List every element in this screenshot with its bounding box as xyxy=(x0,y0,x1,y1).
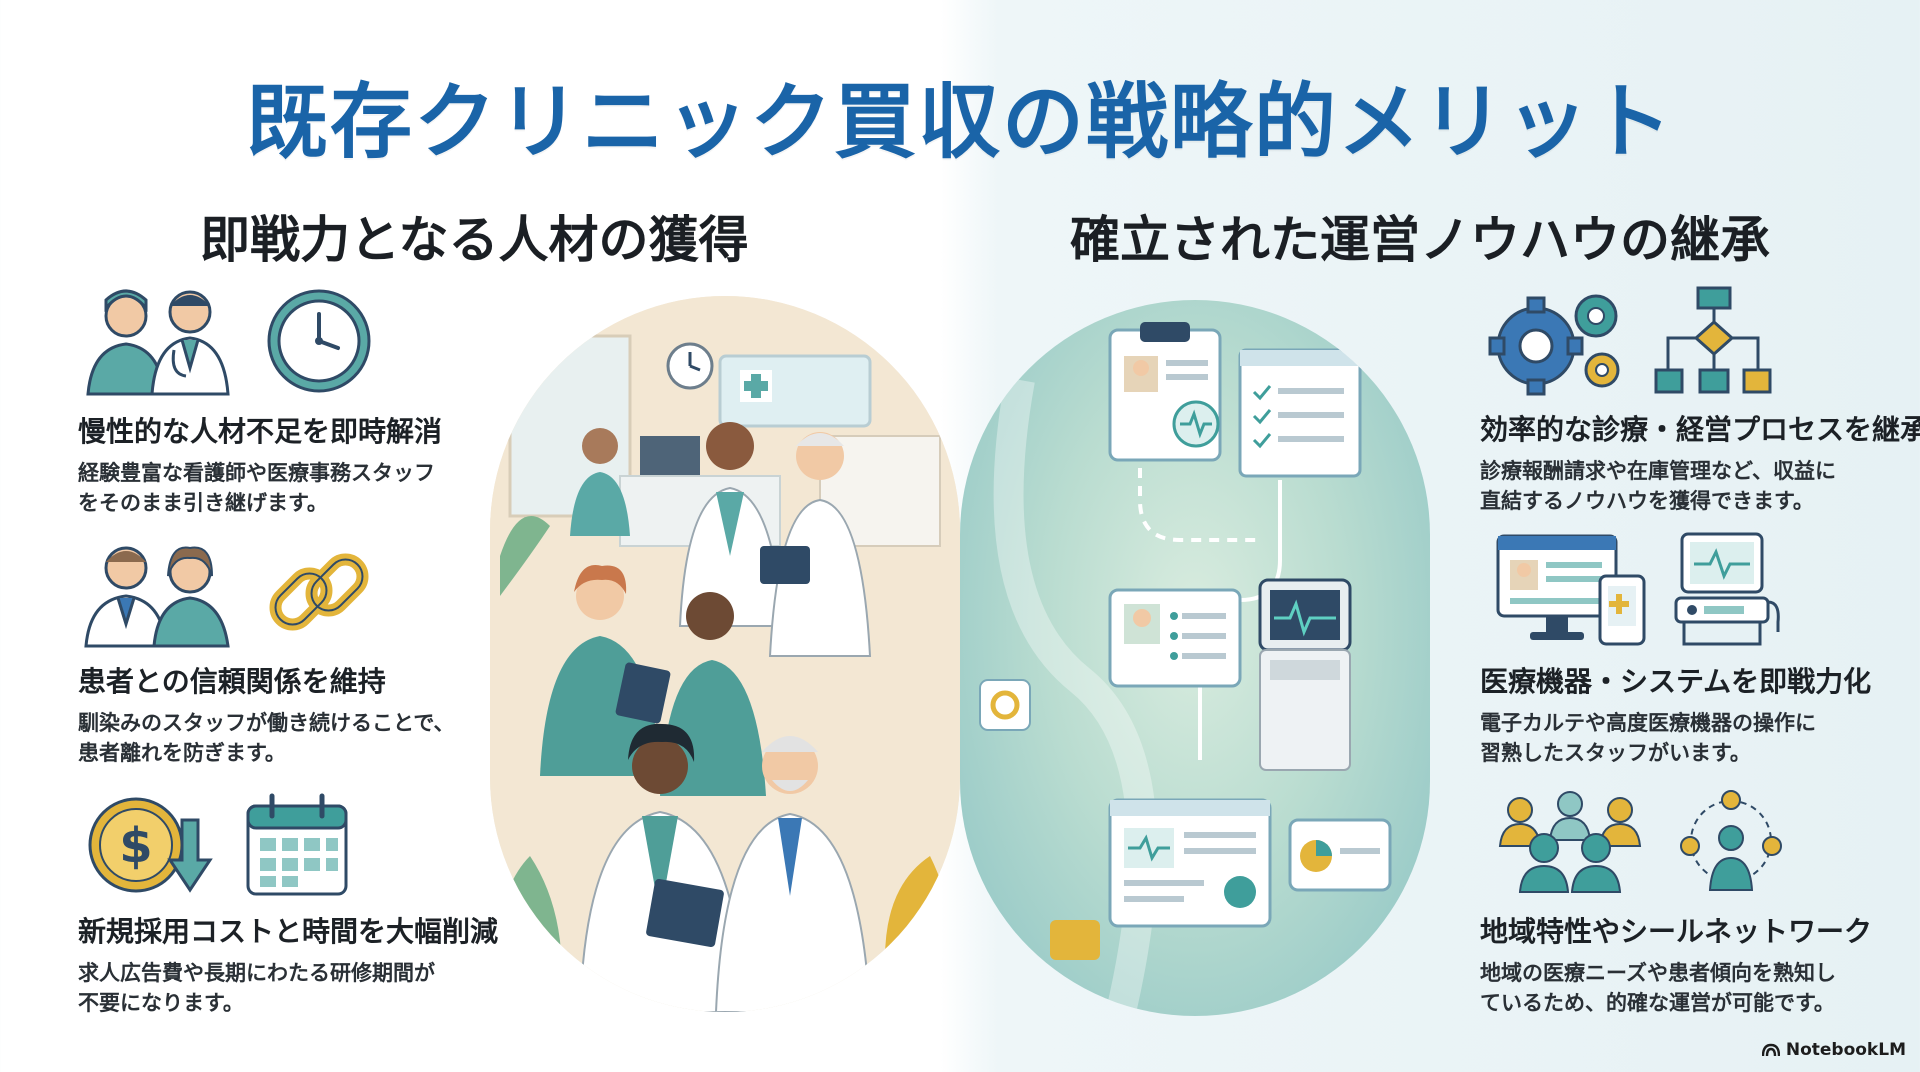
left-item-3-desc-line-1: 求人広告費や長期にわたる研修期間が xyxy=(78,961,435,985)
flowchart-icon xyxy=(1654,286,1772,394)
gears-icon xyxy=(1488,294,1620,396)
right-icon-row-1 xyxy=(1488,286,1774,396)
right-item-2-desc-line-2: 習熟したスタッフがいます。 xyxy=(1480,741,1751,765)
left-section-heading: 即戦力となる人材の獲得 xyxy=(200,211,749,269)
left-item-2-desc-line-2: 患者離れを防ぎます。 xyxy=(78,741,286,765)
network-people-icon xyxy=(1680,790,1782,891)
left-item-3-desc-line-2: 不要になります。 xyxy=(78,991,244,1015)
left-item-1-desc-line-1: 経験豊富な看護師や医療事務スタッフ xyxy=(78,461,435,485)
right-item-3-title: 地域特性やシールネットワーク xyxy=(1480,915,1873,948)
right-section-heading: 確立された運営ノウハウの継承 xyxy=(1070,211,1770,269)
footer-brand-text: NotebookLM xyxy=(1785,1040,1906,1060)
clock-icon xyxy=(267,289,371,393)
right-item-3-desc-line-2: ているため、的確な運営が可能です。 xyxy=(1480,991,1835,1015)
medical-staff-illustration xyxy=(490,296,960,1012)
left-item-3: 新規採用コストと時間を大幅削減 求人広告費や長期にわたる研修期間が 不要になりま… xyxy=(78,910,518,1018)
right-icon-row-2 xyxy=(1496,532,1782,648)
chain-link-icon xyxy=(269,553,369,631)
notebooklm-logo-icon xyxy=(1761,1043,1780,1057)
left-icon-row-1 xyxy=(78,278,374,396)
calendar-icon xyxy=(246,793,348,896)
right-icon-row-3 xyxy=(1490,786,1786,896)
computer-tablet-icon xyxy=(1496,534,1646,646)
community-group-icon xyxy=(1498,791,1642,893)
right-item-3-desc-line-1: 地域の医療ニーズや患者傾向を熟知し xyxy=(1480,961,1836,985)
right-item-1: 効率的な診療・経営プロセスを継承 診療報酬請求や在庫管理など、収益に 直結するノ… xyxy=(1480,408,1920,516)
left-item-3-title: 新規採用コストと時間を大幅削減 xyxy=(78,915,499,948)
right-item-1-desc-line-1: 診療報酬請求や在庫管理など、収益に xyxy=(1480,459,1836,483)
right-item-1-desc-line-2: 直結するノウハウを獲得できます。 xyxy=(1480,489,1814,513)
svg-text:$: $ xyxy=(119,818,152,874)
left-item-2-desc-line-1: 馴染みのスタッフが働き続けることで、 xyxy=(78,711,455,735)
right-item-3: 地域特性やシールネットワーク 地域の医療ニーズや患者傾向を熟知し ているため、的… xyxy=(1480,910,1920,1018)
nurse-doctor-icon xyxy=(86,289,230,396)
operations-flow-illustration xyxy=(960,300,1430,1016)
left-item-1-desc-line-2: をそのまま引き継げます。 xyxy=(78,491,328,515)
right-item-2: 医療機器・システムを即戦力化 電子カルテや高度医療機器の操作に 習熟したスタッフ… xyxy=(1480,660,1920,768)
left-item-1: 慢性的な人材不足を即時解消 経験豊富な看護師や医療事務スタッフ をそのまま引き継… xyxy=(78,410,518,518)
left-icon-row-3: $ xyxy=(86,790,352,900)
left-icon-row-2 xyxy=(78,532,374,648)
right-item-2-title: 医療機器・システムを即戦力化 xyxy=(1480,665,1872,698)
staff-pair-icon xyxy=(84,546,230,648)
left-item-2: 患者との信頼関係を維持 馴染みのスタッフが働き続けることで、 患者離れを防ぎます… xyxy=(78,660,518,768)
page-title: 既存クリニック買収の戦略的メリット xyxy=(245,75,1674,170)
left-item-1-title: 慢性的な人材不足を即時解消 xyxy=(78,415,443,448)
right-item-1-title: 効率的な診療・経営プロセスを継承 xyxy=(1480,413,1920,446)
dollar-down-icon: $ xyxy=(88,797,213,893)
medical-monitor-icon xyxy=(1674,532,1780,646)
left-item-2-title: 患者との信頼関係を維持 xyxy=(78,665,386,698)
footer-brand: NotebookLM xyxy=(1761,1040,1906,1060)
right-item-2-desc-line-1: 電子カルテや高度医療機器の操作に xyxy=(1480,711,1816,735)
